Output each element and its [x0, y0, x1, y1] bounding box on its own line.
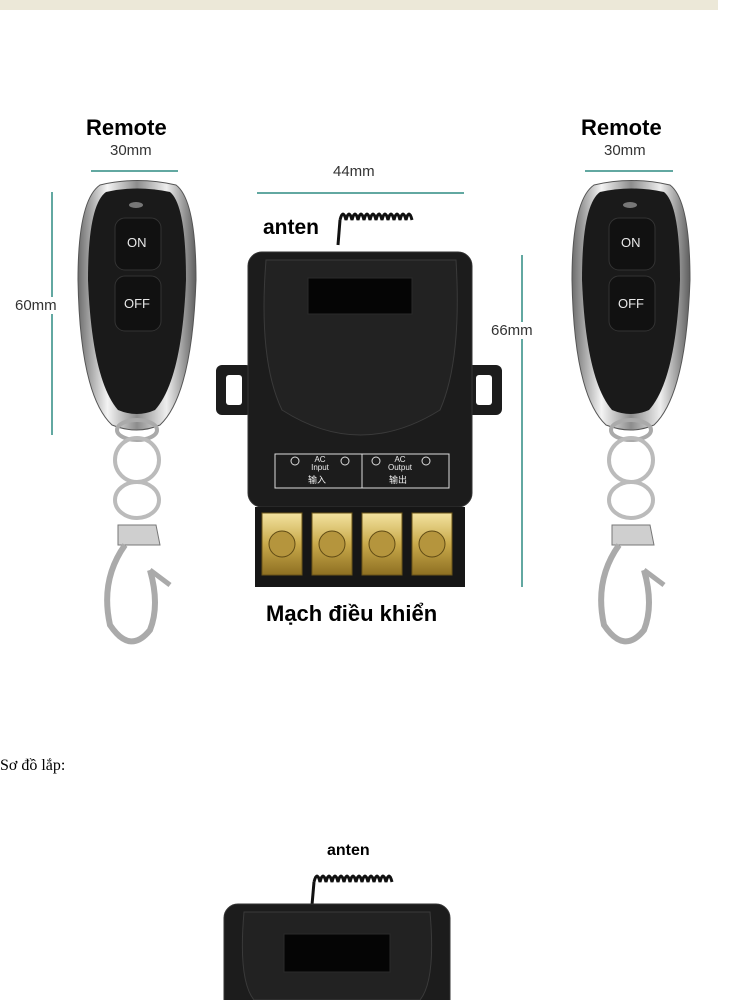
left-remote-on-label: ON: [127, 235, 147, 250]
right-remote: [571, 170, 691, 645]
receiver-height-label: 66mm: [491, 322, 533, 339]
diagram-antenna-coil: [312, 874, 394, 883]
right-remote-width-label: 30mm: [604, 142, 646, 159]
receiver-title: Mạch điều khiển: [266, 601, 438, 626]
left-remote-off-button: [114, 275, 162, 332]
product-illustration: [51, 170, 691, 645]
installation-illustration: [223, 874, 451, 1000]
receiver-window: [307, 277, 413, 315]
diagram-antenna-label: anten: [327, 842, 370, 859]
right-remote-on-button: [608, 217, 656, 271]
right-remote-on-label: ON: [621, 235, 641, 250]
left-remote-height-label: 60mm: [15, 297, 57, 314]
antenna-label: anten: [263, 216, 320, 239]
terminal-output-cn: 输出: [389, 476, 408, 486]
left-remote-on-button: [114, 217, 162, 271]
right-remote-off-button: [608, 275, 656, 332]
installation-diagram: anten: [0, 830, 750, 1000]
receiver-board: [216, 192, 523, 587]
right-remote-title: Remote: [581, 115, 662, 140]
terminal-ac-in: AC: [314, 455, 326, 464]
top-banner-strip: [0, 0, 718, 10]
terminal-input-cn: 输入: [308, 476, 327, 486]
left-remote-off-label: OFF: [124, 296, 150, 311]
right-remote-off-label: OFF: [618, 296, 644, 311]
installation-diagram-caption: Sơ đồ lắp:: [0, 757, 66, 774]
terminal-input-label: Input: [311, 463, 329, 472]
terminal-ac-out: AC: [394, 455, 406, 464]
left-remote-title: Remote: [86, 115, 167, 140]
product-image: Remote 30mm 60mm ON OFF Remote 30mm ON O…: [0, 100, 750, 660]
left-remote-width-label: 30mm: [110, 142, 152, 159]
antenna-coil: [338, 212, 414, 221]
left-remote: [51, 170, 197, 645]
terminal-output-label: Output: [387, 463, 412, 472]
receiver-width-label: 44mm: [333, 163, 375, 180]
